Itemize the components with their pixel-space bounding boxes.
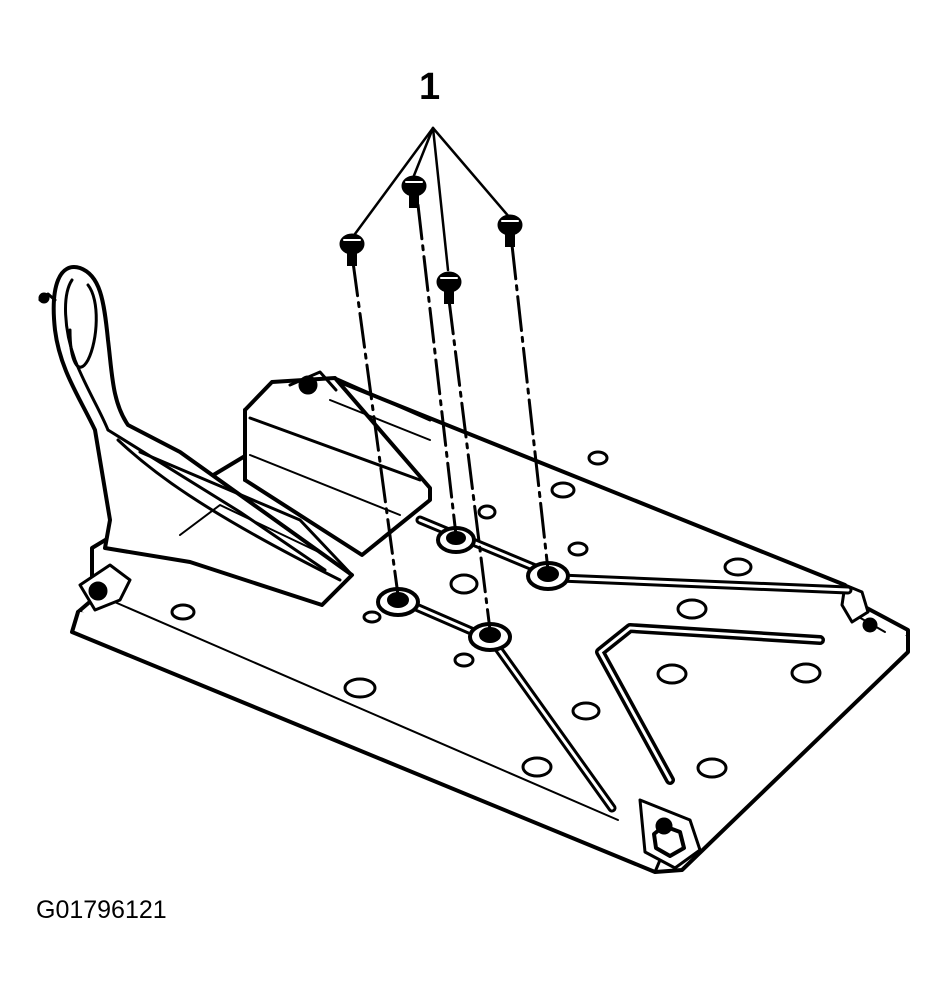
screw-fastener <box>497 214 523 247</box>
wiring-harness <box>38 265 354 607</box>
callout-leader-lines <box>350 126 512 272</box>
screw-fastener <box>436 271 462 304</box>
callout-number: 1 <box>419 66 441 108</box>
module-housing <box>243 370 432 557</box>
screw-fastener <box>401 175 427 208</box>
screw-fastener <box>339 233 365 266</box>
screw-center-lines <box>351 203 550 632</box>
figure-code: G01796121 <box>36 896 167 924</box>
